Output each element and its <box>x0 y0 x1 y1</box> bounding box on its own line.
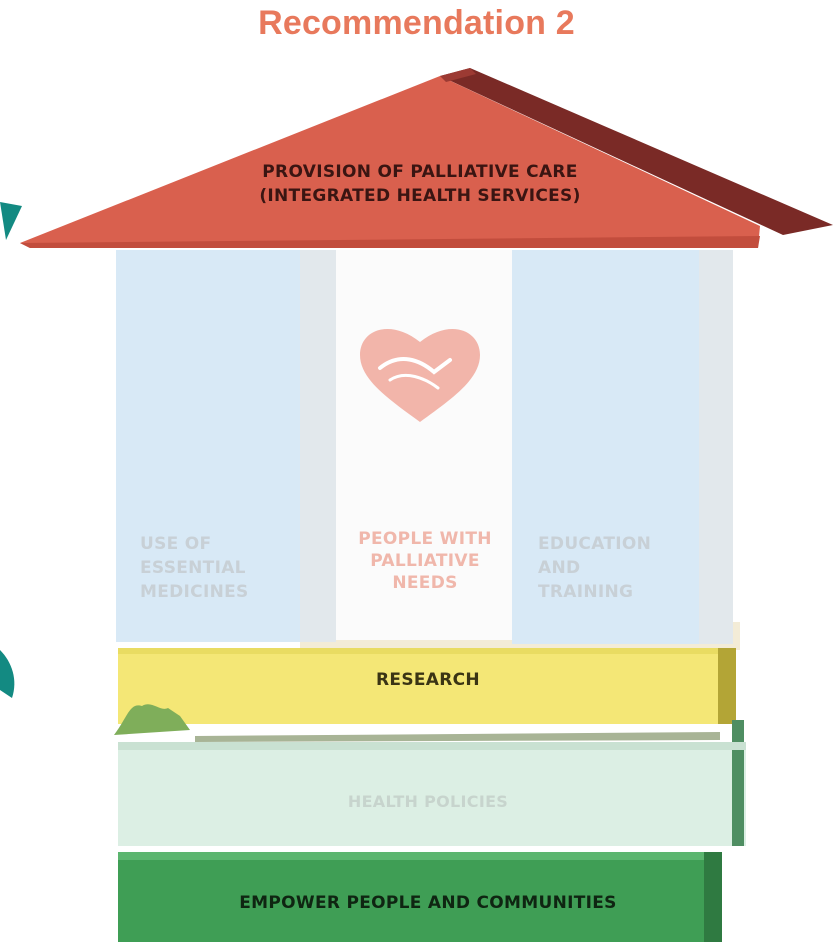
heart-handshake-icon <box>360 328 480 422</box>
left-pillar-label: USE OF ESSENTIAL MEDICINES <box>140 532 310 604</box>
center-label-line: NEEDS <box>392 573 458 593</box>
empower-block <box>118 852 721 942</box>
right-pillar <box>512 250 700 644</box>
research-block <box>118 648 733 724</box>
roof-shadow <box>440 68 833 235</box>
left-pillar-line: USE OF <box>140 534 212 554</box>
arrow-bottom-icon <box>0 650 15 698</box>
roof-label: PROVISION OF PALLIATIVE CARE (INTEGRATED… <box>190 160 650 208</box>
right-pillar-label: EDUCATION AND TRAINING <box>538 532 708 604</box>
page-title: Recommendation 2 <box>258 4 575 42</box>
health-policies-block <box>118 742 746 846</box>
center-gap <box>335 250 515 640</box>
right-pillar-line: TRAINING <box>538 582 634 602</box>
left-pillar <box>116 250 301 642</box>
left-pillar-line: MEDICINES <box>140 582 249 602</box>
roof-label-line2: (INTEGRATED HEALTH SERVICES) <box>259 186 581 206</box>
right-pillar-line: AND <box>538 558 581 578</box>
arrow-top-icon <box>0 202 22 240</box>
right-pillar-line: EDUCATION <box>538 534 652 554</box>
roof-label-line1: PROVISION OF PALLIATIVE CARE <box>262 162 578 182</box>
center-label-line: PEOPLE WITH <box>358 529 492 549</box>
center-label: PEOPLE WITH PALLIATIVE NEEDS <box>340 528 510 594</box>
left-pillar-line: ESSENTIAL <box>140 558 246 578</box>
roof <box>20 76 760 248</box>
research-label: RESEARCH <box>376 670 480 690</box>
empower-label: EMPOWER PEOPLE AND COMMUNITIES <box>239 893 617 913</box>
center-label-line: PALLIATIVE <box>370 551 480 571</box>
health-policies-label: HEALTH POLICIES <box>347 792 509 811</box>
